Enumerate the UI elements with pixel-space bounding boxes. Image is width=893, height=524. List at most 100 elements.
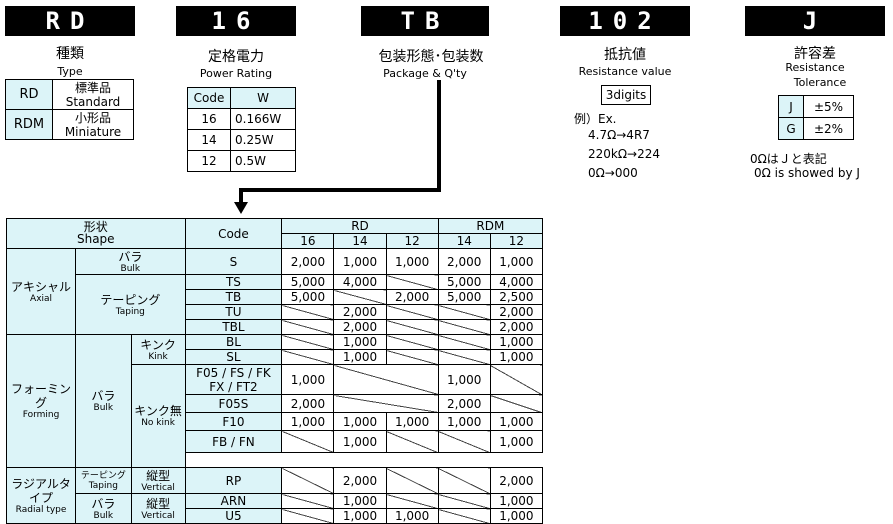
grid-qty: 1,000 xyxy=(489,508,544,524)
power-watt: 0.25W xyxy=(230,129,296,151)
power-code: 14 xyxy=(187,129,231,151)
grid-empty-cell xyxy=(281,349,335,365)
grid-qty: 2,000 xyxy=(489,319,544,335)
tolerance-title-en1: Resistance xyxy=(785,61,845,74)
grid-size-head: 14 xyxy=(333,233,387,249)
grid-code-s: S xyxy=(184,248,283,275)
grid-qty: 4,000 xyxy=(333,274,387,290)
grid-code-tb: TB xyxy=(184,289,283,305)
type-rdm-en: Miniature xyxy=(64,124,122,139)
code-tb-header: TB xyxy=(361,6,489,36)
grid-qty: 1,000 xyxy=(333,334,387,350)
grid-code-tu: TU xyxy=(184,304,283,320)
grid-empty-cell xyxy=(281,467,335,494)
resistance-example: 220kΩ→224 xyxy=(588,147,660,161)
grid-empty-cell xyxy=(437,304,491,320)
grid-qty: 2,000 xyxy=(437,248,491,275)
grid-empty-cell xyxy=(281,334,335,350)
grid-empty-cell xyxy=(385,274,439,290)
resistance-example-label: 例）Ex. xyxy=(574,112,617,126)
grid-qty: 1,000 xyxy=(281,364,335,395)
grid-qty: 1,000 xyxy=(333,493,387,509)
grid-qty: 1,000 xyxy=(333,412,387,431)
grid-empty-cell xyxy=(385,467,439,494)
grid-code-head: Code xyxy=(184,218,283,249)
grid-qty: 1,000 xyxy=(437,412,491,431)
resistance-title-jp: 抵抗値 xyxy=(604,47,646,63)
grid-qty: 1,000 xyxy=(489,248,544,275)
grid-empty-cell xyxy=(437,334,491,350)
grid-qty: 1,000 xyxy=(333,508,387,524)
grid-size-head: 16 xyxy=(281,233,335,249)
grid-empty-cell xyxy=(281,508,335,524)
tolerance-code: G xyxy=(778,117,804,140)
type-rd-jp: 標準品 xyxy=(74,80,111,95)
package-title-jp: 包装形態･包装数 xyxy=(378,49,484,65)
tolerance-title-jp: 許容差 xyxy=(794,46,836,62)
grid-qty: 1,000 xyxy=(489,493,544,509)
grid-code-arn: ARN xyxy=(184,493,283,509)
grid-empty-cell xyxy=(385,304,439,320)
type-rd-en: Standard xyxy=(65,94,121,109)
grid-empty-cell xyxy=(281,304,335,320)
grid-empty-cell xyxy=(489,364,544,395)
grid-qty: 1,000 xyxy=(489,412,544,431)
grid-qty: 5,000 xyxy=(281,289,335,305)
grid-code-ts: TS xyxy=(184,274,283,290)
resistance-title-en: Resistance value xyxy=(578,65,672,78)
type-code-rd: RD xyxy=(5,79,53,110)
grid-qty: 2,000 xyxy=(385,289,439,305)
grid-code-sl: SL xyxy=(184,349,283,365)
grid-code-rp: RP xyxy=(184,467,283,494)
grid-qty: 1,000 xyxy=(489,349,544,365)
grid-empty-cell xyxy=(333,364,439,395)
grid-qty: 1,000 xyxy=(385,508,439,524)
grid-code-fb: FB / FN xyxy=(184,430,283,453)
grid-qty: 1,000 xyxy=(281,412,335,431)
grid-empty-cell xyxy=(437,508,491,524)
code-rd-header: RD xyxy=(5,6,135,36)
grid-size-head: 12 xyxy=(489,233,544,249)
resistance-example: 4.7Ω→4R7 xyxy=(588,128,650,142)
grid-qty: 2,000 xyxy=(281,394,335,413)
power-title-en: Power Rating xyxy=(199,67,273,80)
tolerance-note-jp: 0ΩはＪと表記 xyxy=(750,152,827,166)
code-j-header: J xyxy=(745,6,885,36)
grid-empty-cell xyxy=(385,430,439,453)
grid-qty: 1,000 xyxy=(437,364,491,395)
grid-code-u5: U5 xyxy=(184,508,283,524)
grid-empty-cell xyxy=(333,394,439,413)
type-code-rdm: RDM xyxy=(5,109,53,140)
grid-qty: 2,000 xyxy=(437,394,491,413)
tolerance-title-en2: Tolerance xyxy=(793,76,847,89)
package-title-en: Package & Q'ty xyxy=(383,67,467,80)
grid-empty-cell xyxy=(437,493,491,509)
grid-qty: 1,000 xyxy=(333,349,387,365)
power-watt: 0.5W xyxy=(230,150,296,172)
grid-empty-cell xyxy=(437,349,491,365)
tolerance-note-en: 0Ω is showed by J xyxy=(754,166,860,180)
tolerance-value: ±5% xyxy=(803,95,854,118)
grid-size-head: 12 xyxy=(385,233,439,249)
resistance-3digits-box: 3digits xyxy=(601,85,651,105)
grid-qty: 1,000 xyxy=(385,248,439,275)
power-title-jp: 定格電力 xyxy=(208,49,264,65)
grid-qty: 1,000 xyxy=(333,430,387,453)
grid-qty: 2,000 xyxy=(281,248,335,275)
grid-empty-cell xyxy=(281,493,335,509)
grid-empty-cell xyxy=(385,493,439,509)
grid-qty: 5,000 xyxy=(437,289,491,305)
grid-qty: 5,000 xyxy=(437,274,491,290)
power-code: 12 xyxy=(187,150,231,172)
